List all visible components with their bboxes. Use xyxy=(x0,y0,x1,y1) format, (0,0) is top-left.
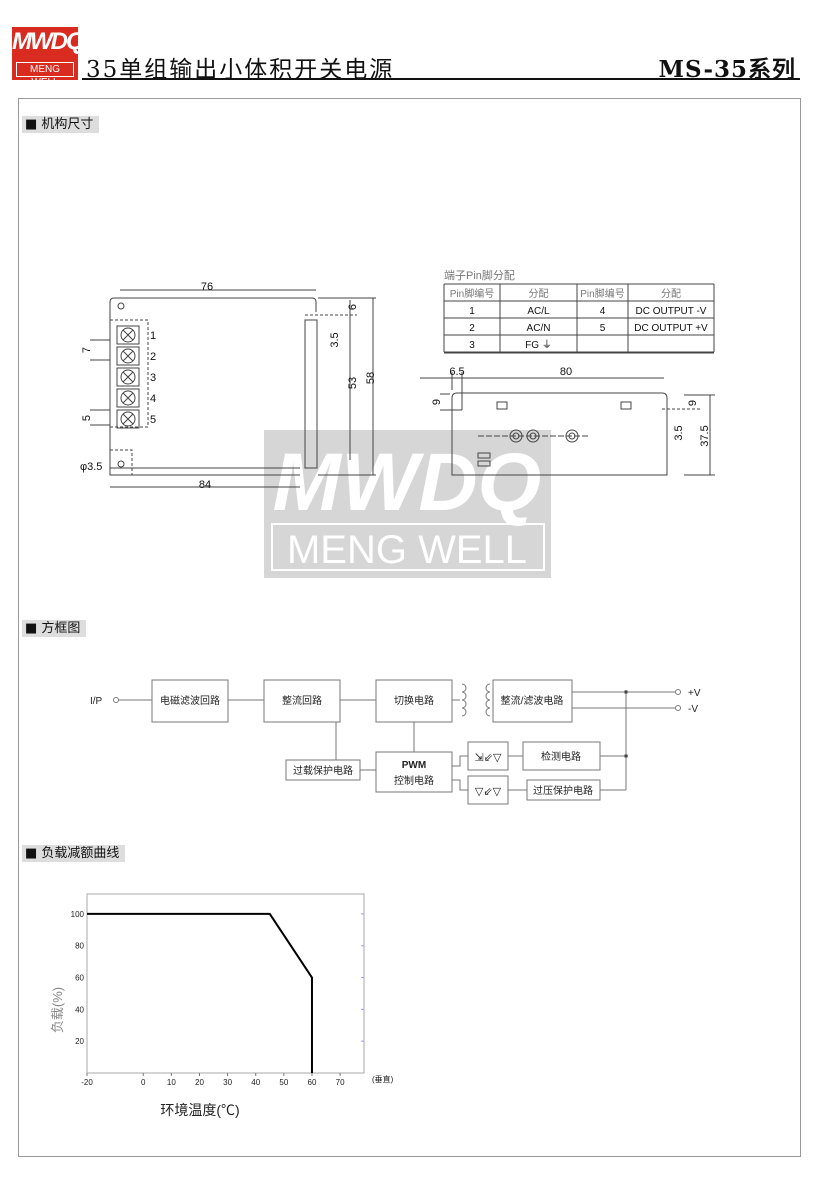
bd-overload: 过载保护电路 xyxy=(293,764,353,777)
bd-detect: 检测电路 xyxy=(541,750,581,763)
terminal-screw xyxy=(116,346,140,366)
x-tick-label: -20 xyxy=(81,1078,93,1087)
logo-mark: MWDQ xyxy=(12,28,85,55)
pin-table-cell: AC/L xyxy=(527,306,550,317)
plot-area xyxy=(86,893,365,1074)
x-tick-label: 0 xyxy=(141,1078,146,1087)
pin-table-header: 分配 xyxy=(661,288,681,300)
derating-chart: (垂直) 环境温度(℃) 负载(%) -20 0 10 20 30 40 50 60 70 20 4… xyxy=(50,893,394,1118)
pin-table-cell: DC OUTPUT +V xyxy=(634,323,708,334)
logo-subtext: MENG WELL xyxy=(16,62,74,88)
pin-table-cell: DC OUTPUT -V xyxy=(636,306,707,317)
bd-rectifier: 整流回路 xyxy=(282,694,322,707)
brand-logo: MWDQ MENG WELL xyxy=(12,27,85,88)
title-rule xyxy=(82,78,800,80)
terminal-screw-icon xyxy=(120,327,136,343)
x-axis-label: 环境温度(℃) xyxy=(160,1102,239,1118)
dim-84: 84 xyxy=(199,479,211,491)
pin-table-cell: 2 xyxy=(469,323,475,334)
bd-switching: 切换电路 xyxy=(394,694,434,707)
pin-table: 端子Pin脚分配 Pin脚编号 分配 Pin脚编号 分配 1 AC/L 4 DC OUTPUT… xyxy=(443,268,715,354)
optocoupler-icon: ⇲⇙▽ xyxy=(475,752,502,764)
x-tick-label: 10 xyxy=(167,1078,176,1087)
section-block-diagram: ■ 方框图 xyxy=(22,620,87,637)
x-tick-label: 20 xyxy=(195,1078,204,1087)
section-derating: ■ 负载减额曲线 xyxy=(22,845,126,862)
terminal-number: 1 xyxy=(150,330,156,342)
bd-output-rectifier: 整流/滤波电路 xyxy=(501,694,564,707)
terminal-screw-icon xyxy=(120,348,136,364)
x-tick-label: 70 xyxy=(336,1078,345,1087)
terminal-screw-icon xyxy=(120,390,136,406)
terminal-screw xyxy=(116,388,140,408)
pin-table-cell: 3 xyxy=(469,340,475,351)
terminal-screw xyxy=(116,325,140,345)
terminal-number: 4 xyxy=(150,393,156,405)
derating-line xyxy=(87,912,313,1073)
bd-pwm-control: 控制电路 xyxy=(394,774,434,787)
dim-5: 5 xyxy=(81,415,93,421)
watermark-logo: MWDQ xyxy=(273,437,542,528)
pin-table-cell: 5 xyxy=(600,323,606,334)
x-note: (垂直) xyxy=(372,1074,394,1084)
dim-hole: φ3.5 xyxy=(80,461,102,473)
pin-table-header: Pin脚编号 xyxy=(580,287,624,300)
x-tick-label: 30 xyxy=(223,1078,232,1087)
pin-table-cell: AC/N xyxy=(527,323,551,334)
y-tick-label: 60 xyxy=(75,974,84,983)
block-diagram xyxy=(113,679,681,805)
y-tick-label: 80 xyxy=(75,942,84,951)
y-tick-label: 40 xyxy=(75,1005,84,1014)
pin-table-cell: FG ⏚ xyxy=(525,339,552,351)
pin-table-header: Pin脚编号 xyxy=(450,287,494,300)
terminal-number: 3 xyxy=(150,372,156,384)
dim-9-left: 9 xyxy=(431,399,443,405)
top-view-drawing xyxy=(90,289,376,488)
pin-table-cell: 4 xyxy=(600,306,606,317)
watermark-sub: MENG WELL xyxy=(287,528,527,572)
bd-overvoltage: 过压保护电路 xyxy=(533,784,593,797)
terminal-number: 2 xyxy=(150,351,156,363)
x-tick-label: 60 xyxy=(308,1078,317,1087)
watermark: MWDQ MENG WELL xyxy=(264,430,551,578)
dim-6: 6 xyxy=(347,304,359,310)
dim-7: 7 xyxy=(81,347,93,353)
pin-table-cell: 1 xyxy=(469,306,475,317)
x-tick-label: 40 xyxy=(251,1078,260,1087)
terminal-screw xyxy=(116,409,140,429)
terminal-screw-icon xyxy=(120,411,136,427)
y-tick-label: 100 xyxy=(71,910,85,919)
side-view-drawing xyxy=(420,372,715,476)
bd-input-label: I/P xyxy=(90,696,103,707)
dim-6-5: 6.5 xyxy=(449,366,464,378)
content-frame xyxy=(18,98,801,1157)
section-mechanical: ■ 机构尺寸 xyxy=(22,116,100,133)
dim-37-5: 37.5 xyxy=(699,425,711,446)
terminal-screw xyxy=(116,367,140,387)
y-tick-label: 20 xyxy=(75,1037,84,1046)
bd-vplus: +V xyxy=(688,688,701,699)
bd-vminus: -V xyxy=(688,704,698,715)
dim-58: 58 xyxy=(365,372,377,384)
dim-76: 76 xyxy=(201,281,213,293)
dim-9-right: 9 xyxy=(687,400,699,406)
x-tick-label: 50 xyxy=(279,1078,288,1087)
dim-3-5-side: 3.5 xyxy=(673,425,685,440)
y-axis-label: 负载(%) xyxy=(50,987,65,1033)
dim-80: 80 xyxy=(560,366,572,378)
bd-emi-filter: 电磁滤波回路 xyxy=(160,694,220,707)
pin-table-caption: 端子Pin脚分配 xyxy=(444,268,515,282)
optocoupler-icon: ▽⇙▽ xyxy=(475,786,502,798)
dim-3-5: 3.5 xyxy=(329,332,341,347)
bd-pwm: PWM xyxy=(402,760,426,771)
dim-53: 53 xyxy=(347,377,359,389)
pin-table-header: 分配 xyxy=(529,288,549,300)
terminal-number: 5 xyxy=(150,414,156,426)
terminal-screw-icon xyxy=(120,369,136,385)
